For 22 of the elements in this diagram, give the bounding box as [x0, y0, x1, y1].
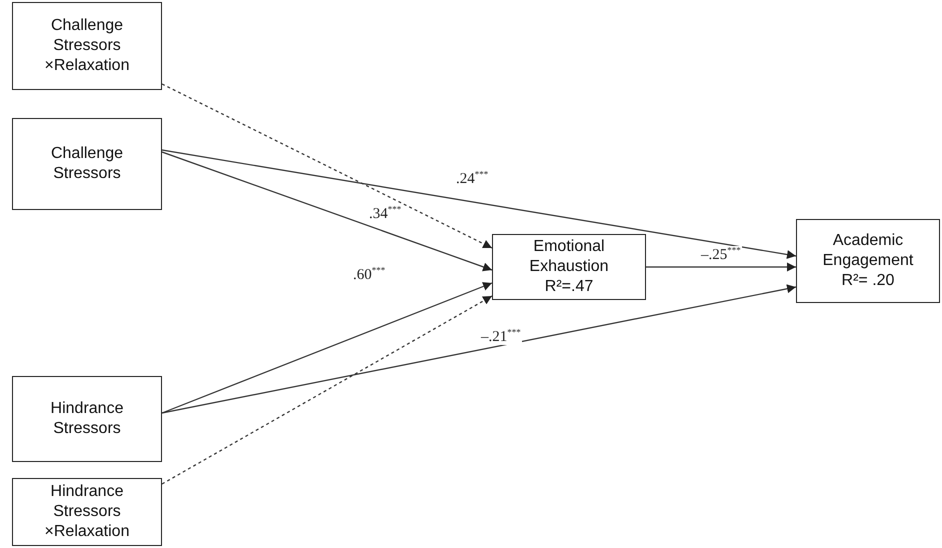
variable-box	[12, 478, 162, 546]
path-coefficient: –.21$^{***}$	[480, 328, 522, 345]
variable-name: Hindrance Stressors ×Relaxation	[44, 482, 130, 542]
variable-box	[12, 118, 162, 210]
variable-box	[12, 2, 162, 90]
variable-box	[796, 219, 940, 303]
dashed-arrow	[162, 295, 492, 485]
variable-box	[12, 376, 162, 462]
arrow	[162, 151, 492, 272]
arrow	[162, 284, 796, 414]
variable-name: Academic Engagement	[822, 231, 914, 271]
arrow	[162, 149, 796, 259]
arrow	[646, 262, 796, 272]
variable-name: Challenge Stressors	[50, 144, 124, 184]
variable-name: Challenge Stressors ×Relaxation	[44, 16, 130, 76]
variable-name: Hindrance Stressors	[50, 399, 124, 439]
arrow	[162, 282, 492, 414]
variable-name: Emotional Exhaustion	[528, 237, 610, 277]
r-squared: R²=.47	[544, 277, 594, 297]
variable-box	[492, 234, 646, 300]
dashed-arrow	[162, 83, 492, 249]
r-squared: R²= .20	[842, 271, 894, 291]
